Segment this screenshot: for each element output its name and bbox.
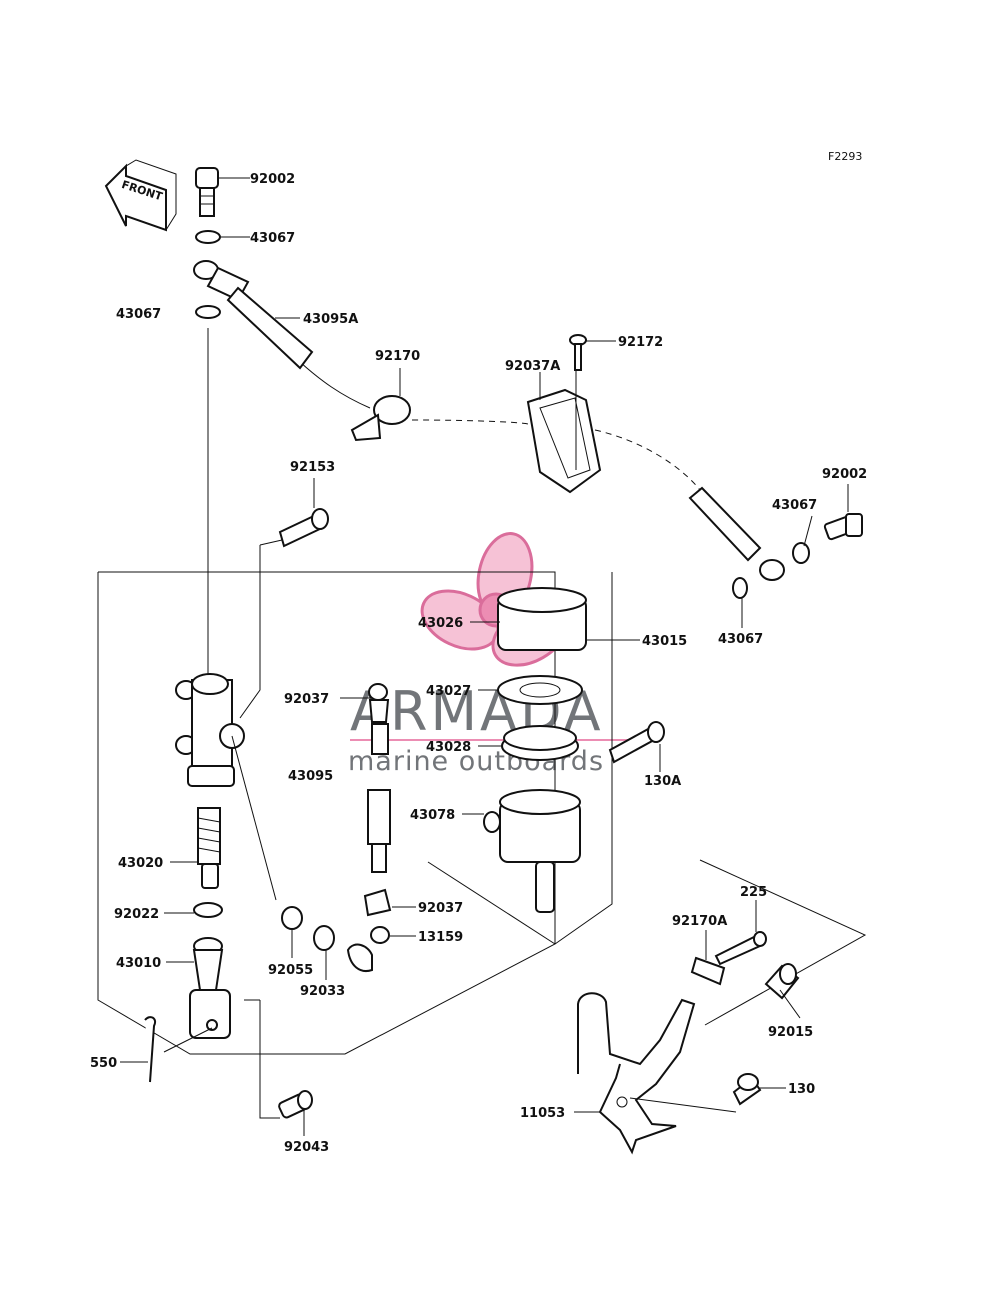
center-rod-parts [346,683,392,972]
label-92015: 92015 [768,1025,813,1040]
armada-logo: ARMADA marine outboards [348,532,645,777]
hose-end-right [688,486,863,599]
label-43078: 43078 [410,808,455,823]
leader-lines [120,177,849,1136]
push-rod [189,937,231,1039]
reservoir-cap-43026 [497,587,587,651]
hose-route-dash [411,419,529,425]
circlip-92022 [193,902,223,918]
washer-top [195,230,221,244]
front-arrow-icon: FRONT [104,159,177,232]
bolt-130A [608,721,665,764]
label-43095A: 43095A [303,312,358,327]
hose-guide-bracket [526,334,602,494]
bolt-225 [714,931,767,966]
label-92037A: 92037A [505,359,560,374]
label-92037-top: 92037 [284,692,329,707]
label-92033: 92033 [300,984,345,999]
label-43010: 43010 [116,956,161,971]
circlip-92033 [313,925,335,951]
figure-code: F2293 [828,150,862,163]
label-130: 130 [788,1082,815,1097]
label-43067-top: 43067 [250,231,295,246]
clevis-pin-92043 [278,1090,313,1119]
master-cylinder-body [175,673,245,787]
label-92002-top: 92002 [250,172,295,187]
pivot-pin [278,508,329,548]
label-92055: 92055 [268,963,313,978]
banjo-bolt-top [195,167,219,217]
label-92170: 92170 [375,349,420,364]
label-550: 550 [90,1056,117,1071]
label-92170A: 92170A [672,914,727,929]
bracket-outline [699,859,867,1026]
washer-left [195,305,221,319]
bolt-130 [732,1073,762,1106]
label-43067-left: 43067 [116,307,161,322]
brake-pedal [577,992,696,1155]
label-92037-bottom: 92037 [418,901,463,916]
label-43095: 43095 [288,769,333,784]
label-92002-right: 92002 [822,467,867,482]
label-43015: 43015 [642,634,687,649]
label-43027: 43027 [426,684,471,699]
cotter-pin-550 [144,1016,156,1083]
label-43026: 43026 [418,616,463,631]
brake-hose [193,260,314,370]
o-ring-92055 [281,906,303,930]
label-43067-right-upper: 43067 [772,498,817,513]
label-11053: 11053 [520,1106,565,1121]
diaphragm-43028 [501,725,579,761]
label-43020: 43020 [118,856,163,871]
label-92153: 92153 [290,460,335,475]
collar-92015 [764,963,800,1000]
label-43067-right-lower: 43067 [718,632,763,647]
label-225: 225 [740,885,767,900]
label-13159: 13159 [418,930,463,945]
label-43028: 43028 [426,740,471,755]
hose-clamp [350,395,411,442]
label-92172: 92172 [618,335,663,350]
piston-spring [197,807,221,889]
diaphragm-plate-43027 [497,675,583,705]
reservoir-outline [554,572,613,945]
label-92022: 92022 [114,907,159,922]
label-92043: 92043 [284,1140,329,1155]
assembly-outline [97,571,556,1055]
reservoir-43078 [483,789,581,913]
label-130A: 130A [644,774,681,789]
spring-clip-92170A [690,956,726,986]
